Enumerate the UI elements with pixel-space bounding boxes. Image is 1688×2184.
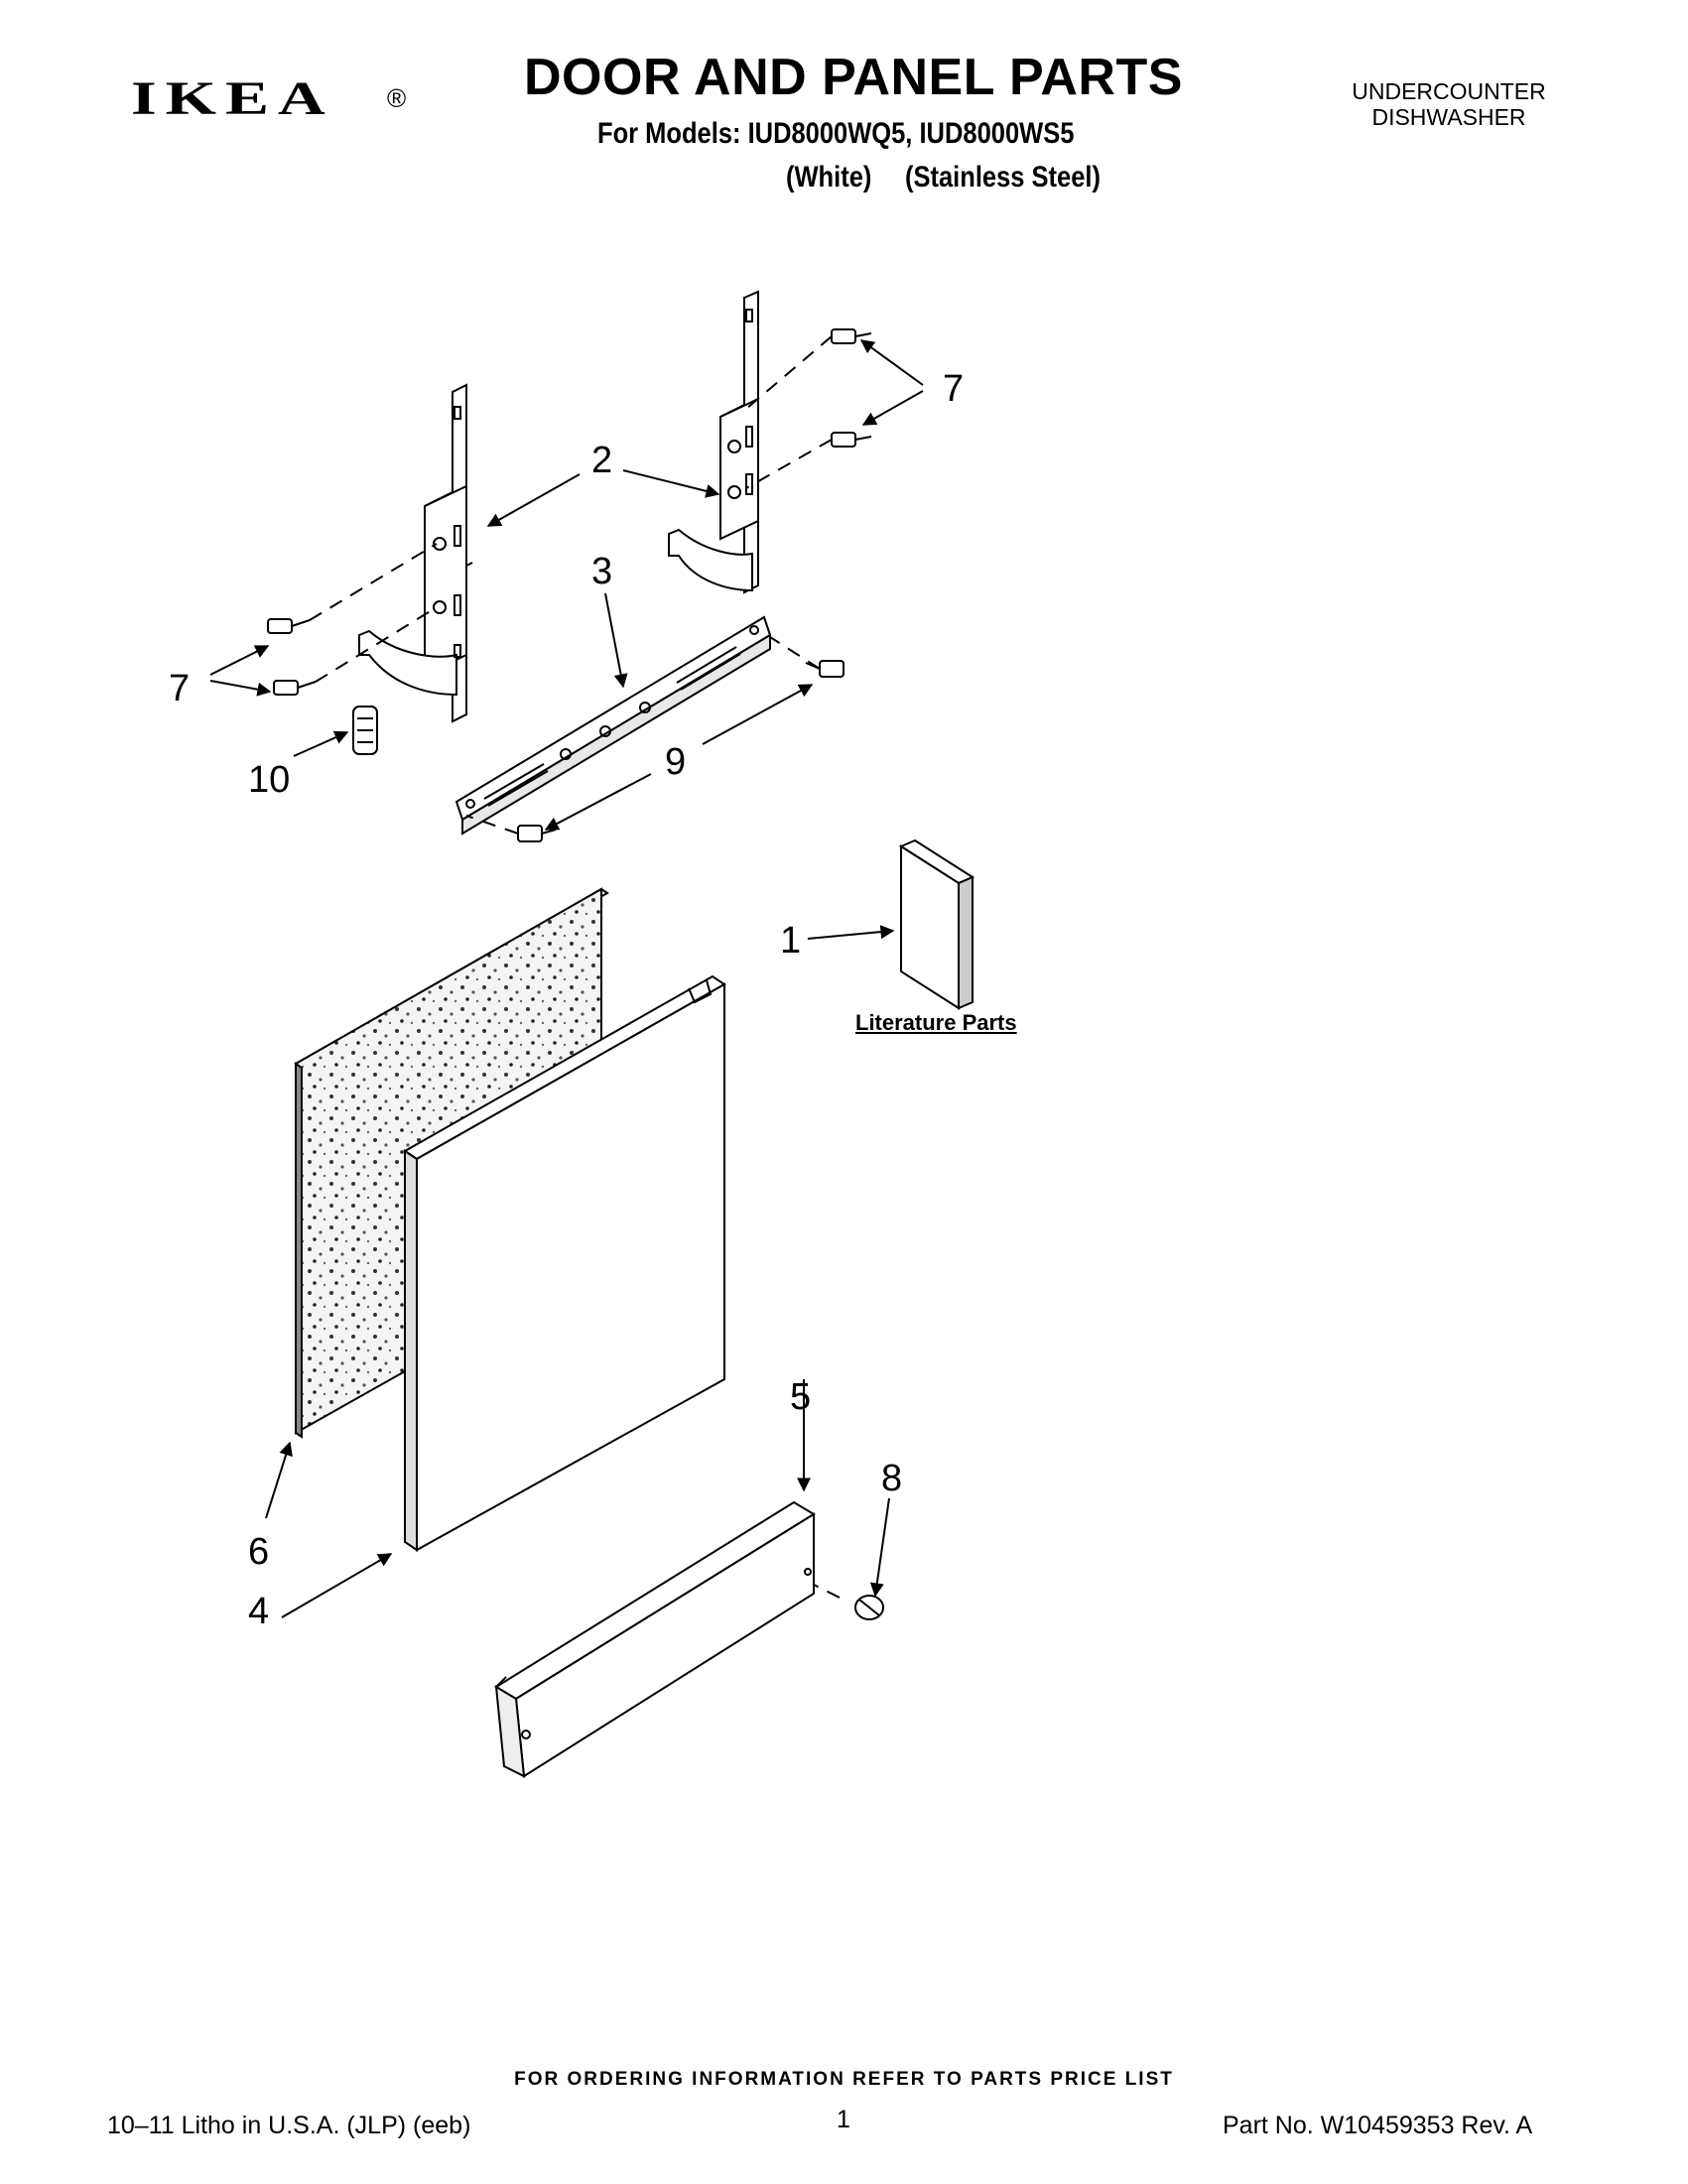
screw-7-left-upper (267, 618, 311, 634)
clip-part (352, 706, 378, 755)
mounting-rail (454, 615, 772, 835)
screw-7-right-upper (831, 328, 872, 344)
callout-7-left: 7 (169, 668, 190, 709)
appliance-line-2: DISHWASHER (1371, 103, 1526, 130)
hinge-bracket-right (668, 290, 759, 594)
alignment-lines (309, 335, 841, 1599)
callout-8: 8 (881, 1458, 902, 1499)
part-number: Part No. W10459353 Rev. A (1223, 2112, 1533, 2139)
callout-9: 9 (665, 741, 686, 783)
color-stainless-label: (Stainless Steel) (905, 161, 1102, 193)
models-line: For Models: IUD8000WQ5, IUD8000WS5 (597, 117, 1075, 150)
ordering-info: FOR ORDERING INFORMATION REFER TO PARTS … (514, 2069, 1174, 2090)
page-number: 1 (837, 2106, 850, 2133)
screw-8 (854, 1595, 884, 1620)
ikea-logo: IKEA (131, 72, 334, 125)
screw-9-left (517, 825, 557, 842)
screw-7-right-lower (831, 432, 872, 448)
page-title: DOOR AND PANEL PARTS (524, 49, 1183, 106)
registered-mark: ® (387, 83, 407, 113)
callout-2: 2 (591, 440, 612, 481)
appliance-line-1: UNDERCOUNTER (1352, 78, 1546, 104)
callout-10: 10 (248, 759, 290, 801)
callout-7-right: 7 (943, 368, 964, 410)
literature-booklet (898, 838, 975, 1010)
callout-4: 4 (248, 1591, 269, 1632)
hinge-bracket-left (358, 383, 473, 723)
callout-5: 5 (790, 1376, 811, 1418)
door-panel (403, 974, 726, 1552)
leader-arrows (209, 339, 924, 1618)
litho-info: 10–11 Litho in U.S.A. (JLP) (eeb) (107, 2112, 471, 2139)
toe-kick-panel (494, 1500, 816, 1778)
callout-1: 1 (780, 920, 801, 962)
literature-parts-label: Literature Parts (855, 1010, 1017, 1035)
callout-3: 3 (591, 551, 612, 592)
color-white-label: (White) (786, 161, 872, 193)
screw-7-left-lower (273, 680, 317, 696)
appliance-type: UNDERCOUNTER DISHWASHER (1330, 78, 1568, 131)
callout-6: 6 (248, 1531, 269, 1573)
